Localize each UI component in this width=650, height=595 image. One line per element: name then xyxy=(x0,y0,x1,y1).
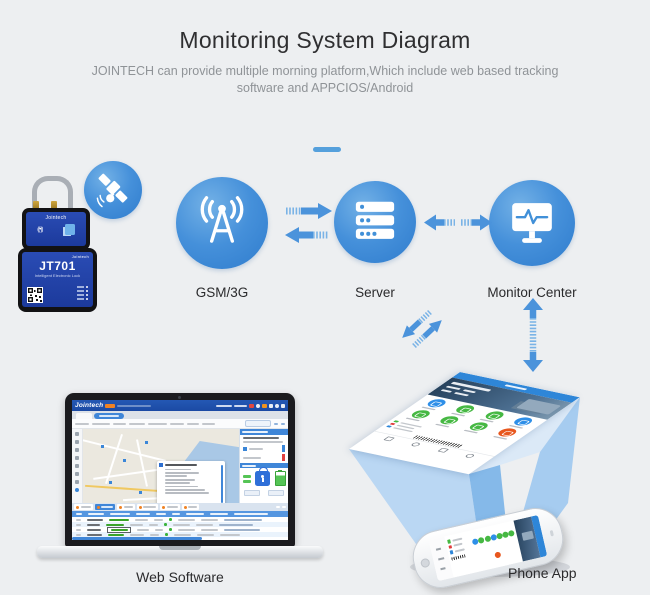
monitor-pulse-icon xyxy=(512,203,552,243)
phone-speaker xyxy=(549,530,554,537)
subtitle-line-2: software and APPCIOS/Android xyxy=(236,81,414,95)
server-stack-icon xyxy=(355,201,395,239)
qr-code-icon xyxy=(27,287,43,303)
web-software-screen: Jointech xyxy=(72,400,288,540)
monitor-node xyxy=(489,180,575,266)
laptop-webcam xyxy=(178,396,181,399)
map-info-popup xyxy=(156,461,225,503)
table-row xyxy=(72,522,288,527)
web-tab-bar xyxy=(72,411,288,419)
laptop-notch xyxy=(159,546,201,550)
web-right-panel xyxy=(239,429,288,503)
server-label: Server xyxy=(355,285,395,300)
device-model: JT701 xyxy=(39,259,76,273)
table-body xyxy=(72,517,288,537)
lock-pin-left xyxy=(33,201,39,211)
padlock-icon xyxy=(255,467,271,486)
web-side-iconbar xyxy=(72,429,83,503)
satellite-icon xyxy=(96,173,128,208)
battery-icon xyxy=(274,469,286,486)
phone-card-icon xyxy=(64,224,75,235)
web-navbar: Jointech xyxy=(72,400,288,411)
gsm-server-arrows xyxy=(285,203,332,243)
gsm-node xyxy=(176,177,268,269)
server-monitor-arrows xyxy=(424,214,492,231)
phone-app-label: Phone App xyxy=(508,565,577,581)
server-node xyxy=(334,181,416,263)
table-horizontal-scrollbar[interactable] xyxy=(72,537,202,540)
monitor-label: Monitor Center xyxy=(487,285,577,300)
monitor-phone-arrow xyxy=(523,298,543,372)
table-row xyxy=(72,532,288,537)
laptop-base xyxy=(37,546,323,558)
gsm-label: GSM/3G xyxy=(195,285,249,300)
table-filter-tabs xyxy=(72,503,288,511)
device-brand-top: Jointech xyxy=(45,215,67,221)
lock-body-module: Jointech JT701 Intelligent Electronic Lo… xyxy=(18,248,97,312)
lock-pin-right xyxy=(51,201,57,211)
server-web-arrows xyxy=(402,309,442,349)
projected-app-screen xyxy=(349,372,580,475)
popup-scrollbar xyxy=(220,465,223,503)
truck-image xyxy=(516,398,562,415)
table-row xyxy=(72,517,288,522)
web-software-label: Web Software xyxy=(136,569,224,585)
antenna-radio-icon xyxy=(200,196,244,243)
web-toolbar xyxy=(72,419,288,429)
lock-shackle xyxy=(32,176,73,211)
web-brand-logo: Jointech xyxy=(75,402,104,409)
phone-home-button xyxy=(419,557,431,569)
led-indicators xyxy=(74,285,88,301)
map-view xyxy=(82,429,240,503)
device-model-sub: Intelligent Electronic Lock xyxy=(34,273,81,278)
rfid-icon: ((•)) xyxy=(37,226,43,233)
device-brand-small: Jointech xyxy=(71,254,89,259)
subtitle-line-1: JOINTECH can provide multiple morning pl… xyxy=(91,64,559,78)
status-leds xyxy=(242,474,251,483)
satellite-badge xyxy=(84,161,142,219)
decorative-dash xyxy=(313,147,341,152)
page-title: Monitoring System Diagram xyxy=(179,27,471,53)
lock-top-module: Jointech ((•)) xyxy=(22,208,90,250)
table-header xyxy=(72,511,288,517)
table-row-selected xyxy=(72,526,288,533)
